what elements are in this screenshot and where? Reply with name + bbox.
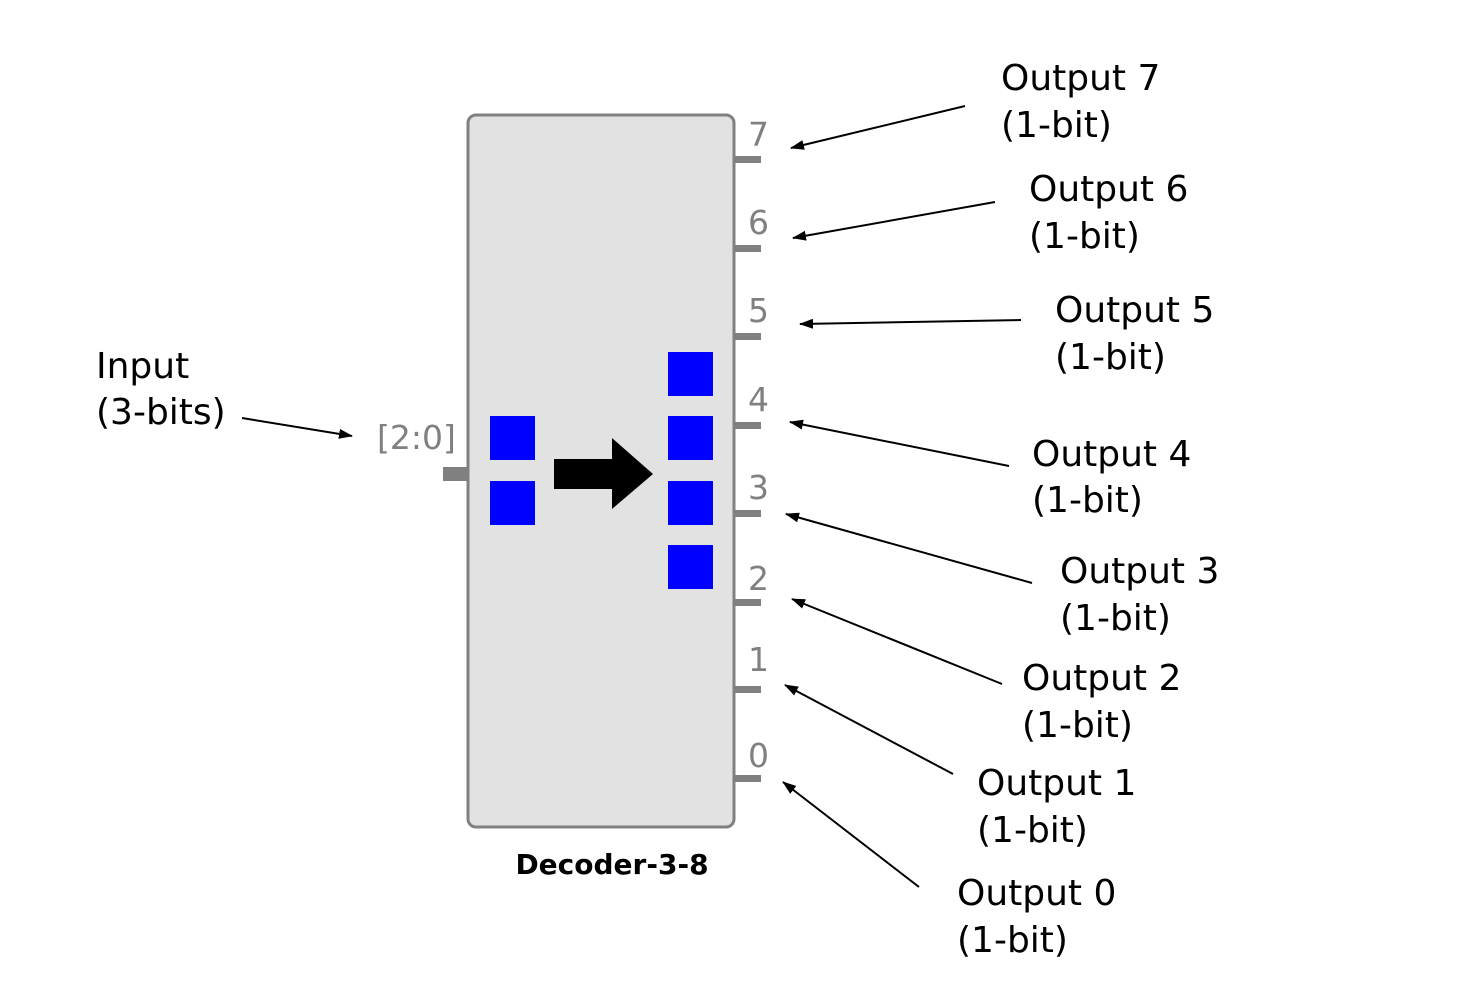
output-bit-square bbox=[668, 416, 713, 460]
output-pin-label-5: 5 bbox=[748, 291, 769, 330]
output-bit-square bbox=[668, 545, 713, 589]
output-bit-square bbox=[668, 481, 713, 525]
output-pin-6 bbox=[734, 245, 761, 252]
output-5-annotation-line2: (1-bit) bbox=[1055, 337, 1166, 378]
output-1-annotation-line1: Output 1 bbox=[977, 763, 1136, 804]
output-pin-label-6: 6 bbox=[748, 203, 769, 242]
output-3-annotation-line2: (1-bit) bbox=[1060, 598, 1171, 639]
output-1-annotation-line2: (1-bit) bbox=[977, 810, 1088, 851]
output-7-annotation-line2: (1-bit) bbox=[1001, 105, 1112, 146]
output-0-annotation-line2: (1-bit) bbox=[957, 920, 1068, 961]
output-4-annotation-arrow bbox=[789, 419, 1010, 467]
input-pin bbox=[443, 467, 468, 481]
input-bit-square bbox=[490, 416, 535, 460]
output-4-annotation-line2: (1-bit) bbox=[1032, 480, 1143, 521]
output-pin-5 bbox=[734, 333, 761, 340]
output-2-annotation-arrow bbox=[791, 598, 1003, 685]
output-3-annotation-arrow bbox=[785, 512, 1033, 584]
output-pin-label-2: 2 bbox=[748, 559, 769, 598]
output-pin-4 bbox=[734, 422, 761, 429]
input-annotation-line2: (3-bits) bbox=[96, 392, 226, 433]
output-6-annotation-arrow bbox=[792, 201, 996, 241]
output-7-annotation-line1: Output 7 bbox=[1001, 58, 1160, 99]
input-pin-label: [2:0] bbox=[377, 418, 456, 457]
input-annotation-line1: Input bbox=[96, 346, 189, 387]
output-2-annotation-line2: (1-bit) bbox=[1022, 705, 1133, 746]
right-arrow-icon bbox=[554, 438, 653, 509]
output-pin-label-0: 0 bbox=[748, 736, 769, 775]
output-3-annotation-line1: Output 3 bbox=[1060, 551, 1219, 592]
output-6-annotation-line1: Output 6 bbox=[1029, 169, 1188, 210]
output-2-annotation-line1: Output 2 bbox=[1022, 658, 1181, 699]
input-annotation-arrow bbox=[241, 417, 353, 439]
output-pin-2 bbox=[734, 599, 761, 606]
output-bit-square bbox=[668, 352, 713, 396]
component-name: Decoder-3-8 bbox=[515, 848, 708, 881]
output-5-annotation-arrow bbox=[799, 318, 1022, 329]
decoder-icon bbox=[490, 352, 713, 589]
output-0-annotation-arrow bbox=[782, 781, 920, 888]
output-pin-label-3: 3 bbox=[748, 468, 769, 507]
output-6-annotation-line2: (1-bit) bbox=[1029, 216, 1140, 257]
output-pin-1 bbox=[734, 686, 761, 693]
input-bit-square bbox=[490, 481, 535, 525]
output-pin-label-4: 4 bbox=[748, 380, 769, 419]
output-7-annotation-arrow bbox=[790, 105, 966, 150]
output-0-annotation-line1: Output 0 bbox=[957, 873, 1116, 914]
output-5-annotation-line1: Output 5 bbox=[1055, 290, 1214, 331]
output-pin-7 bbox=[734, 156, 761, 163]
output-1-annotation-arrow bbox=[784, 684, 954, 775]
output-4-annotation-line1: Output 4 bbox=[1032, 434, 1191, 475]
output-pin-label-7: 7 bbox=[748, 115, 769, 154]
output-pin-0 bbox=[734, 775, 761, 782]
output-pin-3 bbox=[734, 510, 761, 517]
output-pin-label-1: 1 bbox=[748, 640, 769, 679]
